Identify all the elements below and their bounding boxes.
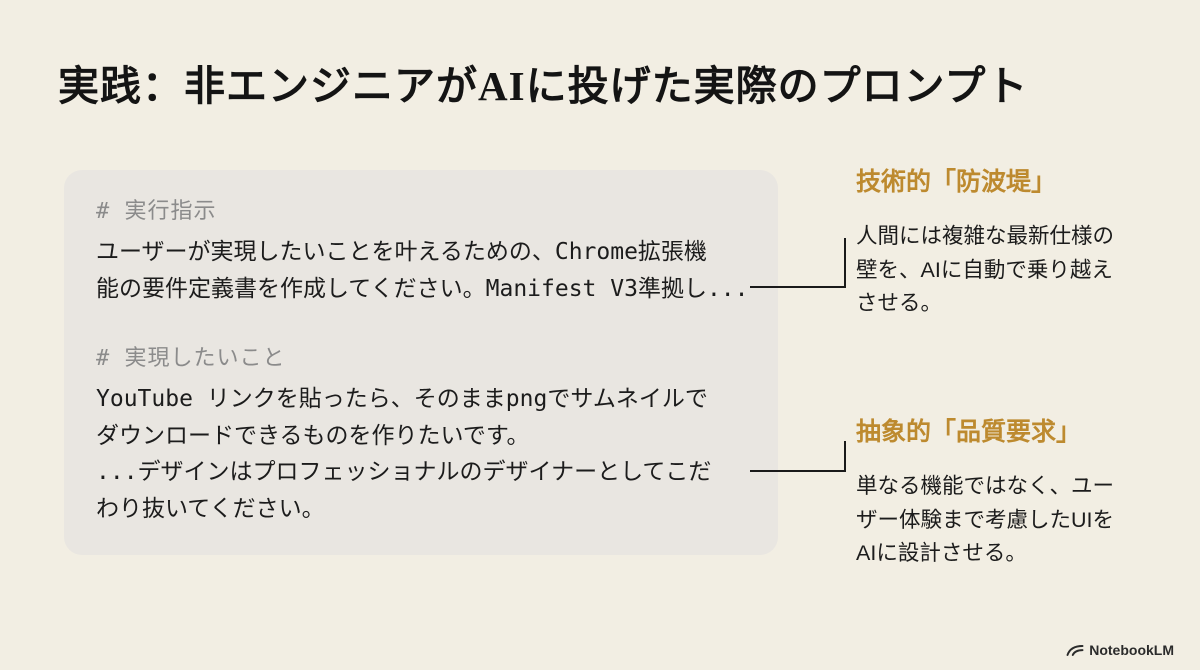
page-title: 実践：非エンジニアがAIに投げた実際のプロンプト xyxy=(58,63,1029,109)
annotation-quality: 抽象的「品質要求」 単なる機能ではなく、ユー ザー体験まで考慮したUIを AIに… xyxy=(856,416,1166,571)
annotation-heading: 抽象的「品質要求」 xyxy=(856,418,1082,446)
prompt-line: ユーザーが実現したいことを叶えるための、Chrome拡張機 xyxy=(96,239,707,265)
footer-brand: NotebookLM xyxy=(1066,642,1174,658)
annotation-body: 単なる機能ではなく、ユー ザー体験まで考慮したUIを AIに設計させる。 xyxy=(856,470,1166,571)
prompt-line: ...デザインはプロフェッショナルのデザイナーとしてこだ xyxy=(96,459,712,485)
connector-line-2-vertical xyxy=(844,441,846,472)
annotation-heading: 技術的「防波堤」 xyxy=(856,168,1057,196)
prompt-section-body: ユーザーが実現したいことを叶えるための、Chrome拡張機 能の要件定義書を作成… xyxy=(96,234,749,307)
annotation-technical: 技術的「防波堤」 人間には複雑な最新仕様の 壁を、AIに自動で乗り越え させる。 xyxy=(856,166,1166,321)
annotation-line: させる。 xyxy=(856,291,943,315)
connector-line-2-horizontal xyxy=(750,470,846,472)
prompt-section-body: YouTube リンクを貼ったら、そのままpngでサムネイルで ダウンロードでき… xyxy=(96,381,746,527)
prompt-section-goal: # 実現したいこと YouTube リンクを貼ったら、そのままpngでサムネイル… xyxy=(96,343,746,527)
footer-brand-label: NotebookLM xyxy=(1089,642,1174,658)
annotation-line: ザー体験まで考慮したUIを xyxy=(856,507,1115,532)
annotation-line: 人間には複雑な最新仕様の xyxy=(856,224,1115,248)
prompt-line: YouTube リンクを貼ったら、そのままpngでサムネイルで xyxy=(96,386,708,412)
annotation-body: 人間には複雑な最新仕様の 壁を、AIに自動で乗り越え させる。 xyxy=(856,220,1166,321)
annotation-line: 単なる機能ではなく、ユー xyxy=(856,474,1115,498)
prompt-line: わり抜いてください。 xyxy=(96,495,325,522)
prompt-card: # 実行指示 ユーザーが実現したいことを叶えるための、Chrome拡張機 能の要… xyxy=(64,170,778,555)
annotation-line: 壁を、AIに自動で乗り越え xyxy=(856,257,1113,282)
prompt-section-heading: # 実現したいこと xyxy=(96,346,286,371)
prompt-section-execution: # 実行指示 ユーザーが実現したいことを叶えるための、Chrome拡張機 能の要… xyxy=(96,196,749,307)
annotation-line: AIに設計させる。 xyxy=(856,541,1027,565)
connector-line-1-horizontal xyxy=(750,286,846,288)
prompt-section-heading: # 実行指示 xyxy=(96,199,217,224)
connector-line-1-vertical xyxy=(844,238,846,288)
prompt-line: 能の要件定義書を作成してください。Manifest V3準拠し... xyxy=(96,275,749,302)
prompt-line: ダウンロードできるものを作りたいです。 xyxy=(96,422,530,449)
notebooklm-logo-icon xyxy=(1066,644,1084,657)
